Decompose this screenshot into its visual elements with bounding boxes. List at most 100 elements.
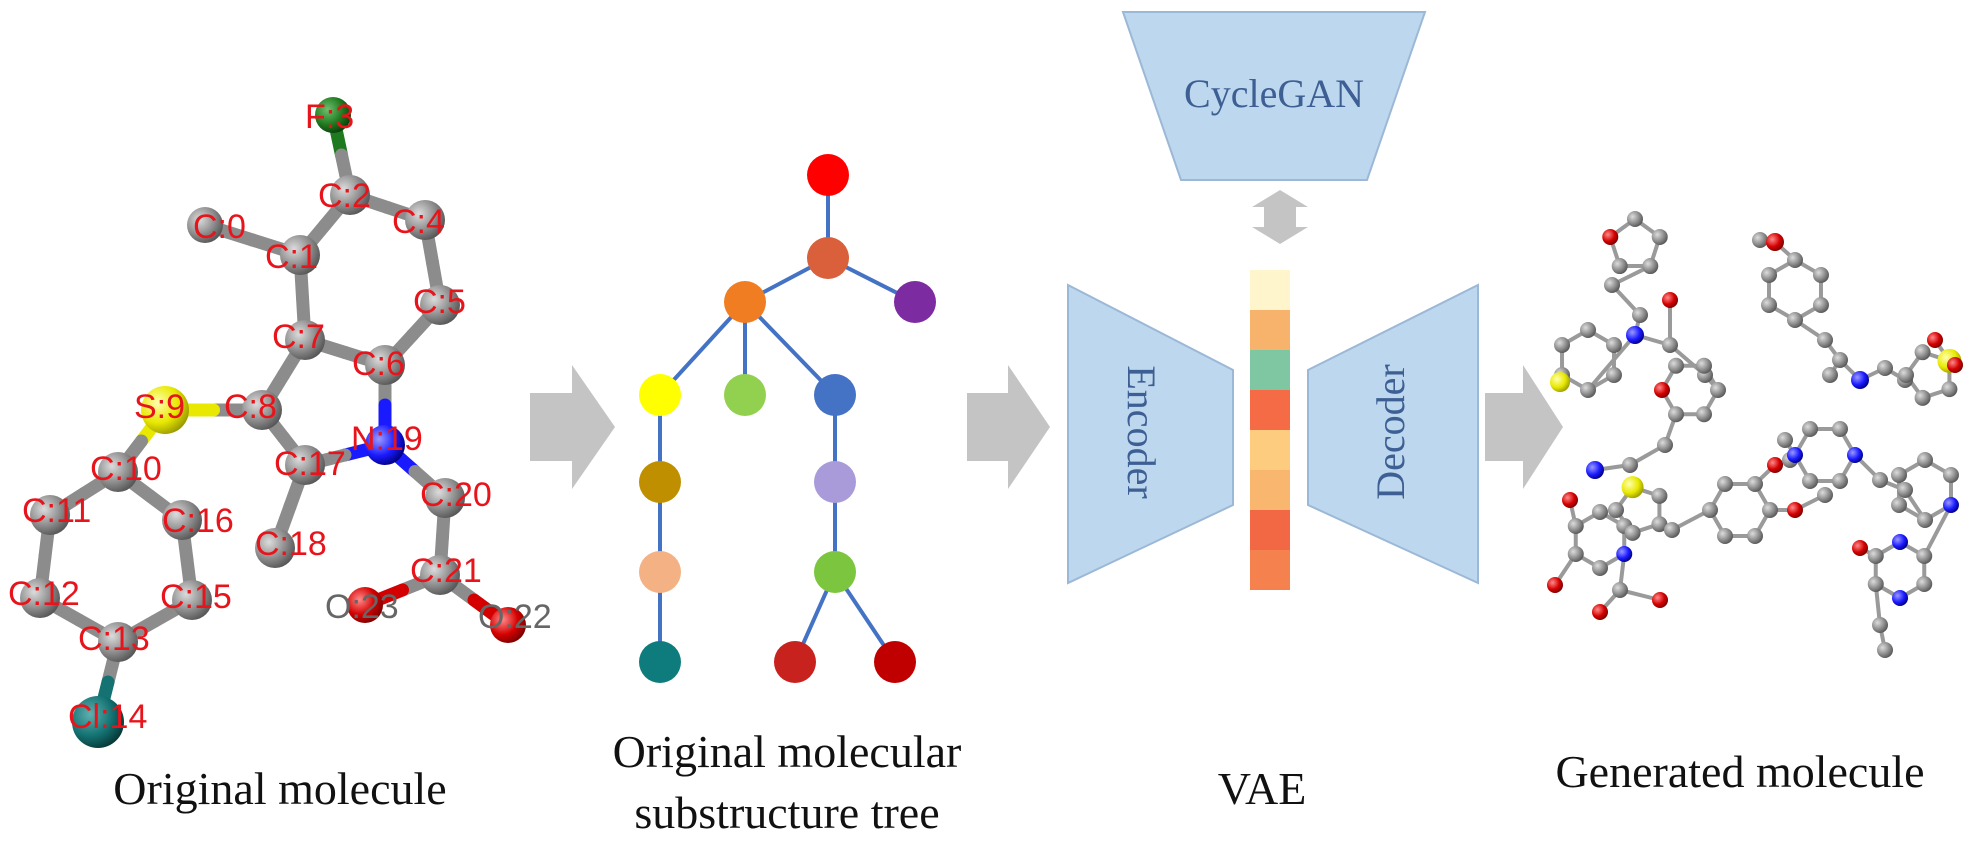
atom-c5 [420,285,460,325]
generated-molecule-b [1752,232,1963,406]
latent-cell [1250,350,1290,390]
atom [1621,476,1644,499]
latent-cell [1250,310,1290,350]
atom [1914,389,1931,406]
tree-node [724,374,766,416]
arrow-right-icon [530,365,615,489]
atom-label-c2: C:2 [318,177,371,215]
tree-node [814,551,856,593]
atom-c7 [285,320,325,360]
atom [1877,642,1893,658]
atom-label-f3: F:3 [305,98,354,136]
atom [1632,307,1648,323]
atom [1710,382,1726,398]
atom [1657,437,1673,453]
tree-node [807,237,849,279]
tree-edges [658,175,916,664]
atom [1592,504,1608,520]
atom [1702,502,1718,518]
caption-tree-line1: Original molecular [613,726,962,777]
atom [1872,472,1888,488]
atom [1651,487,1668,504]
tree-node [774,641,816,683]
atom [1562,492,1578,508]
atom [1652,592,1668,608]
atom-label-c5: C:5 [413,283,466,321]
atom-label-c16: C:16 [162,502,234,540]
atom [1787,312,1803,328]
atom-label-c12: C:12 [8,575,80,613]
arrow-right-icon [1485,365,1563,489]
atom-label-c10: C:10 [90,450,162,488]
atom-o22 [490,607,526,643]
tree-node [639,374,681,416]
tree-node [814,374,856,416]
atom-label-c20: C:20 [420,476,492,514]
atom [1942,497,1959,513]
atom-label-o22: O:22 [478,598,552,636]
atom [1592,604,1608,620]
atom [1762,502,1778,518]
atom [1627,211,1643,227]
atom [1812,297,1829,313]
atom [1651,228,1668,245]
latent-cell [1250,430,1290,470]
caption-tree-line2: substructure tree [634,787,939,838]
atom [1662,292,1678,308]
cyclegan-label: CycleGAN [1184,71,1364,116]
atom [1892,534,1908,550]
atom [1586,461,1604,479]
atom [1877,360,1893,376]
atom [1927,332,1943,348]
atom [1605,337,1622,353]
atom-c0 [187,207,223,243]
atom [1942,467,1959,483]
atom [1668,406,1684,423]
atom [1917,452,1933,468]
original-molecule-3d: F:3 C:2 C:0 C:4 C:1 C:5 C:7 C:6 S:9 C:8 … [8,97,552,748]
atom [1747,527,1763,544]
atom [1580,382,1596,398]
atom [1817,487,1833,503]
atom [1664,522,1680,538]
atom-label-c17: C:17 [274,445,346,483]
atom [1851,371,1869,389]
atom-label-cl14: Cl:14 [68,698,147,736]
atom [1832,352,1848,368]
atom [1550,372,1570,392]
atom [1802,421,1818,438]
atom [1592,560,1608,576]
cyclegan-block [1121,11,1427,181]
atom [1554,337,1571,353]
atom [1580,322,1596,338]
bond [1922,504,1953,557]
atom-c8 [242,390,282,430]
tree-node [639,641,681,683]
tree-node [874,641,916,683]
atom-label-c0: C:0 [193,208,246,246]
atom-c20 [425,478,465,518]
atom-label-c18: C:18 [255,525,327,563]
generated-molecule-a [1550,211,1726,479]
tree-node [807,154,849,196]
atom-c12 [20,578,60,618]
tree-node [724,281,766,323]
atom-n19 [365,425,405,465]
atom [1872,617,1888,633]
atom [1654,382,1670,398]
arrow-right-icon [967,365,1050,489]
atom [1777,432,1793,448]
generated-molecule-d [1777,421,1959,658]
tree-node [639,551,681,593]
atom [1608,502,1624,518]
atom [1802,472,1818,489]
atom [1662,337,1678,353]
atom [1611,258,1628,275]
latent-vector [1250,270,1290,590]
atom [1787,502,1803,518]
vae-block: CycleGAN Encoder Decoder [1067,11,1479,590]
tree-edge [743,300,837,397]
latent-cell [1250,510,1290,550]
atom [1752,232,1768,248]
